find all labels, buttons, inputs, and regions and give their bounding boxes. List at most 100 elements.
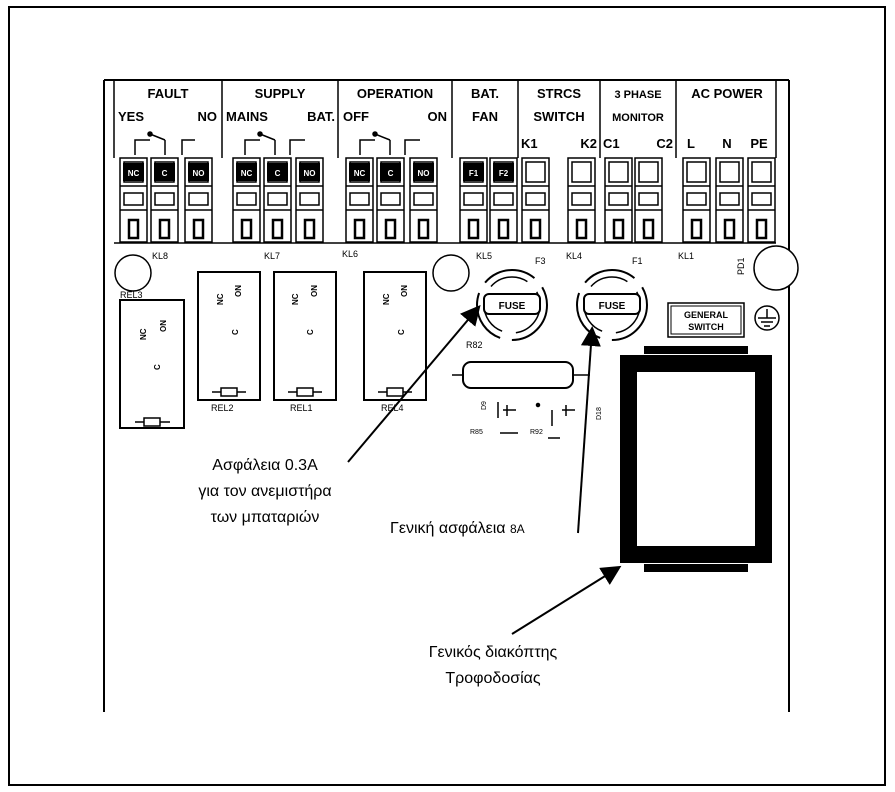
mounting-hole: [114, 254, 152, 292]
rel3-nc: NC: [139, 328, 148, 340]
phase-title: 3 PHASE: [614, 89, 661, 101]
fuse-f1: F1 FUSE: [576, 256, 648, 341]
strcs-k1: K1: [521, 136, 538, 151]
r92-label: R92: [530, 429, 543, 436]
terminal-2: C: [150, 157, 179, 243]
terminal-5: C: [263, 157, 292, 243]
mounting-hole: [753, 245, 799, 291]
acpower-n: N: [722, 136, 731, 151]
main-switch-line1: Γενικός διακόπτης: [429, 644, 558, 661]
annotation-arrows: [347, 304, 622, 635]
kl4-label: KL4: [566, 251, 582, 261]
rel2-no: NO: [233, 285, 242, 297]
header-dividers: [113, 80, 777, 158]
terminal-17: [715, 157, 744, 243]
strcs-k2: K2: [580, 136, 597, 151]
arrow-fan-fuse: [347, 304, 481, 463]
relay-rel3: REL3 NC NO C: [119, 290, 185, 429]
kl1-label: KL1: [678, 251, 694, 261]
phase-line2: MONITOR: [612, 112, 664, 124]
operation-title: OPERATION: [357, 86, 433, 101]
batfan-title: BAT.: [471, 86, 499, 101]
f1-fuse-text: FUSE: [599, 301, 626, 312]
header-labels: FAULT YES NO SUPPLY MAINS BAT. OPERATION…: [118, 86, 768, 151]
rel3-c: C: [153, 364, 162, 370]
batfan-line2: FAN: [472, 109, 498, 124]
terminal-pin-label: C: [162, 169, 168, 178]
kl7-label: KL7: [264, 251, 280, 261]
terminal-9: NO: [409, 157, 438, 243]
terminal-pin-label: NO: [418, 169, 430, 178]
rel4-label: REL4: [381, 403, 404, 413]
acpower-pe: PE: [750, 136, 768, 151]
rel4-c: C: [397, 329, 406, 335]
f1-label: F1: [632, 256, 643, 266]
terminal-pin-label: NC: [241, 169, 253, 178]
fault-title: FAULT: [148, 86, 189, 101]
block-labels: KL8 KL7 KL6 KL5 KL4 KL1: [152, 249, 694, 261]
rel1-label: REL1: [290, 403, 313, 413]
rel1-no: NO: [309, 285, 318, 297]
ground-icon: [754, 305, 780, 331]
terminal-14: [604, 157, 633, 243]
supply-mains: MAINS: [226, 109, 268, 124]
fault-yes: YES: [118, 109, 144, 124]
relay-rel4: NC NO C REL4: [363, 271, 427, 413]
d9-label: D9: [481, 401, 488, 410]
terminal-pin-label: C: [275, 169, 281, 178]
rel2-nc: NC: [216, 293, 225, 305]
r82-label: R82: [466, 340, 483, 350]
rel2-c: C: [231, 329, 240, 335]
terminal-3: NO: [184, 157, 213, 243]
fan-fuse-line3: των μπαταριών: [211, 509, 320, 526]
terminal-4: NC: [232, 157, 261, 243]
fault-no: NO: [198, 109, 218, 124]
operation-off: OFF: [343, 109, 369, 124]
kl5-label: KL5: [476, 251, 492, 261]
component-labels: D9 R85 R92 D18: [470, 401, 603, 436]
rel4-no: NO: [399, 285, 408, 297]
relay-rel1: NC NO C REL1: [273, 271, 337, 413]
mounting-holes: [114, 245, 799, 292]
terminal-pin-label: NC: [354, 169, 366, 178]
terminal-18: [747, 157, 776, 243]
general-line2: SWITCH: [688, 322, 724, 332]
annotation-texts: Ασφάλεια 0.3A για τον ανεμιστήρα των μπα…: [198, 457, 557, 687]
terminal-1: NC: [119, 157, 148, 243]
terminal-16: [682, 157, 711, 243]
terminal-11: F2: [489, 157, 518, 243]
terminal-pin-label: F2: [499, 169, 509, 178]
fan-fuse-line1: Ασφάλεια 0.3A: [212, 457, 318, 474]
arrow-main-switch: [511, 565, 622, 635]
pd1-label: PD1: [736, 257, 746, 275]
terminal-pin-label: NO: [193, 169, 205, 178]
main-fuse-text: Γενική ασφάλεια: [390, 520, 510, 537]
main-power-switch: [620, 346, 772, 572]
f3-fuse-text: FUSE: [499, 301, 526, 312]
terminal-pin-label: C: [388, 169, 394, 178]
general-switch-label: GENERAL SWITCH: [667, 302, 745, 338]
phase-c1: C1: [603, 136, 620, 151]
rel1-c: C: [306, 329, 315, 335]
outer-frame: [8, 6, 886, 786]
acpower-title: AC POWER: [691, 86, 763, 101]
terminal-pin-label: NO: [304, 169, 316, 178]
supply-bat: BAT.: [307, 109, 335, 124]
relay-rel2: NC NO C REL2: [197, 271, 261, 413]
terminal-10: F1: [459, 157, 488, 243]
terminal-7: NC: [345, 157, 374, 243]
terminal-15: [634, 157, 663, 243]
rel1-nc: NC: [291, 293, 300, 305]
arrow-main-fuse: [577, 326, 601, 534]
fan-fuse-line2: για τον ανεμιστήρα: [198, 483, 331, 500]
fuse-f3: F3 FUSE: [476, 256, 548, 341]
main-fuse-value: 8A: [510, 522, 525, 536]
resistor-r82: R82: [452, 340, 590, 389]
kl8-label: KL8: [152, 251, 168, 261]
mounting-hole: [432, 254, 470, 292]
terminal-13: [567, 157, 596, 243]
f3-label: F3: [535, 256, 546, 266]
terminal-8: C: [376, 157, 405, 243]
